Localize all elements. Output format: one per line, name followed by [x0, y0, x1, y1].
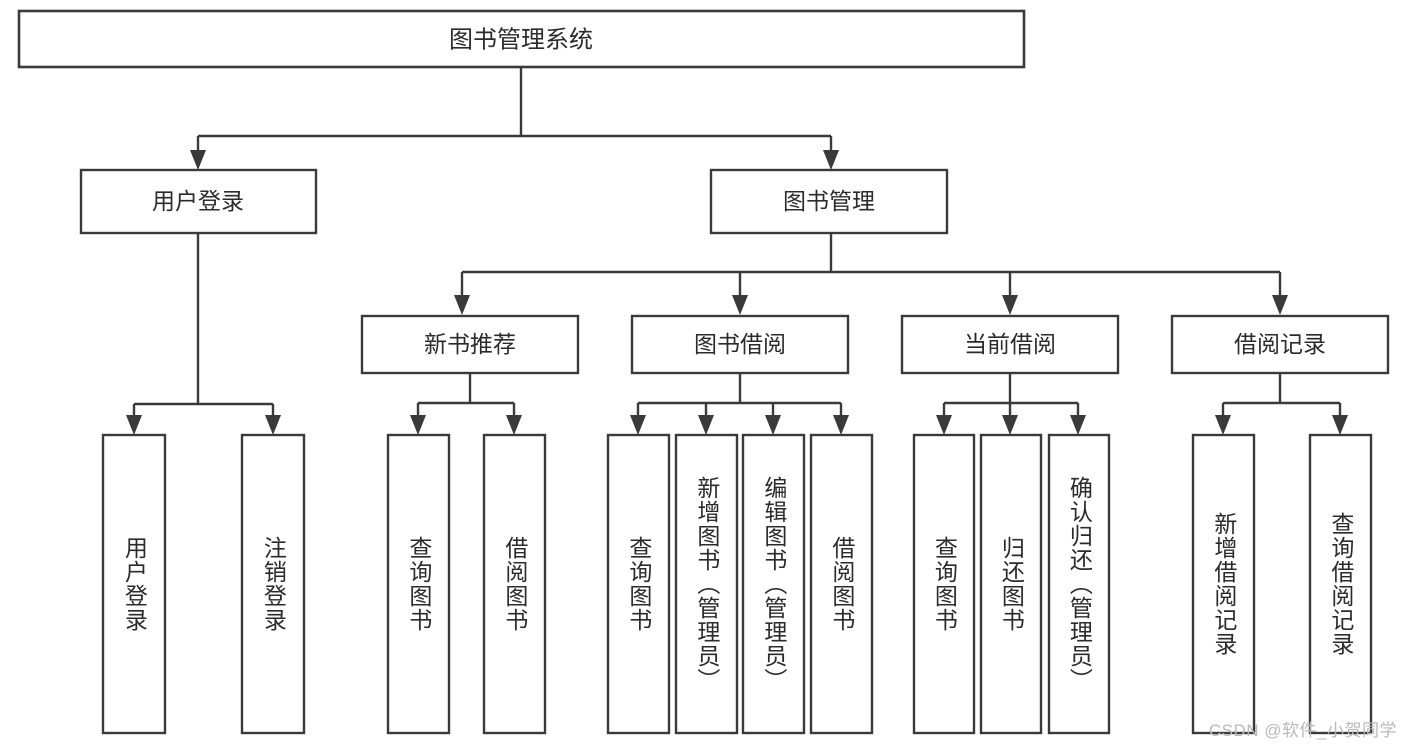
- node-user-login-box[interactable]: [79, 168, 318, 235]
- arrow-head-leaf-confirm-return: [1070, 415, 1086, 435]
- node-root[interactable]: 图书管理系统: [17, 9, 1026, 69]
- arrow-head-leaf-add-record: [1215, 415, 1231, 435]
- arrow-head-leaf-query-book-2: [630, 415, 646, 435]
- node-book-borrow-label: 图书借阅: [694, 331, 786, 357]
- node-leaf-user-login-box[interactable]: [101, 433, 167, 735]
- arrow-head-leaf-user-login: [126, 415, 142, 435]
- connector-group-new-book-recommend: [410, 373, 522, 435]
- node-leaf-edit-book-box[interactable]: [741, 433, 806, 735]
- node-borrow-record-box[interactable]: [1170, 314, 1390, 375]
- connector-group-book-borrow: [630, 373, 849, 435]
- arrow-head-user-login: [190, 150, 206, 170]
- arrow-head-leaf-borrow-book-2: [833, 415, 849, 435]
- arrow-head-leaf-return-book: [1002, 415, 1018, 435]
- arrow-head-borrow-record: [1272, 295, 1288, 315]
- arrow-head-leaf-add-book: [698, 415, 714, 435]
- node-new-book-recommend-box[interactable]: [360, 314, 580, 375]
- node-leaf-return-book-box[interactable]: [979, 433, 1043, 735]
- node-current-borrow[interactable]: 当前借阅: [900, 314, 1120, 375]
- leaf-boxes: [101, 433, 1373, 735]
- arrow-head-leaf-user-logout: [265, 415, 281, 435]
- csdn-watermark: CSDN @软件_小贺同学: [1208, 721, 1397, 740]
- node-current-borrow-label: 当前借阅: [964, 331, 1056, 357]
- node-leaf-query-book-1-box[interactable]: [386, 433, 451, 735]
- node-leaf-user-logout-box[interactable]: [240, 433, 306, 735]
- node-new-book-recommend[interactable]: 新书推荐: [360, 314, 580, 375]
- connector-group-user-login: [126, 233, 281, 435]
- node-borrow-record[interactable]: 借阅记录: [1170, 314, 1390, 375]
- connector-group-root: [190, 67, 839, 170]
- node-book-borrow-box[interactable]: [630, 314, 850, 375]
- arrow-head-book-borrow: [732, 295, 748, 315]
- node-leaf-add-record-box[interactable]: [1191, 433, 1256, 735]
- connector-group-current-borrow: [936, 373, 1086, 435]
- connector-group-book-manage: [454, 233, 1288, 315]
- connector-group-borrow-record: [1215, 373, 1348, 435]
- node-user-login-label: 用户登录: [152, 188, 244, 214]
- node-root-box[interactable]: [17, 9, 1026, 69]
- arrow-head-leaf-query-record: [1332, 415, 1348, 435]
- node-book-manage-label: 图书管理: [783, 188, 875, 214]
- arrow-head-leaf-query-book-3: [936, 415, 952, 435]
- arrow-head-book-manage: [823, 150, 839, 170]
- arrow-head-leaf-query-book-1: [410, 415, 426, 435]
- node-book-borrow[interactable]: 图书借阅: [630, 314, 850, 375]
- node-leaf-query-record-box[interactable]: [1308, 433, 1373, 735]
- node-root-label: 图书管理系统: [449, 26, 593, 53]
- node-leaf-borrow-book-2-box[interactable]: [809, 433, 874, 735]
- node-borrow-record-label: 借阅记录: [1234, 331, 1326, 357]
- arrow-head-current-borrow: [1002, 295, 1018, 315]
- node-user-login[interactable]: 用户登录: [79, 168, 318, 235]
- node-leaf-borrow-book-1-box[interactable]: [482, 433, 547, 735]
- node-book-manage-box[interactable]: [709, 168, 949, 235]
- node-new-book-recommend-label: 新书推荐: [424, 331, 516, 357]
- arrow-head-new-book-recommend: [454, 295, 470, 315]
- node-leaf-query-book-2-box[interactable]: [606, 433, 671, 735]
- node-leaf-query-book-3-box[interactable]: [912, 433, 976, 735]
- node-current-borrow-box[interactable]: [900, 314, 1120, 375]
- node-book-manage[interactable]: 图书管理: [709, 168, 949, 235]
- arrow-head-leaf-borrow-book-1: [506, 415, 522, 435]
- arrow-head-leaf-edit-book: [765, 415, 781, 435]
- node-leaf-add-book-box[interactable]: [674, 433, 739, 735]
- node-leaf-confirm-return-box[interactable]: [1047, 433, 1111, 735]
